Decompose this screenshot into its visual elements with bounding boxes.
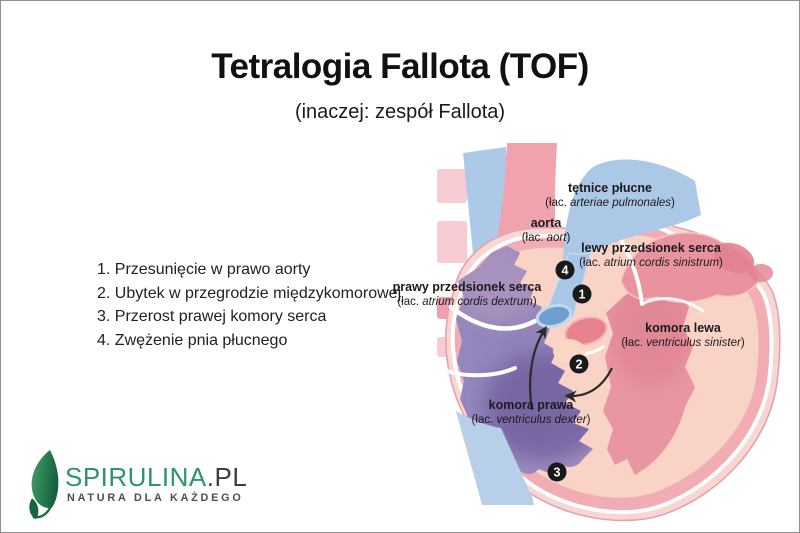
blood-flow-arrows [529, 325, 613, 411]
label-right-ventricle: komora prawa (łac. ventriculus dexter) [472, 398, 591, 428]
label-latin: (łac. atrium cordis sinistrum) [579, 257, 723, 269]
logo-brand-text: SPIRULINA [65, 462, 207, 492]
feature-item: 3. Przerost prawej komory serca [97, 308, 327, 325]
label-left-ventricle: komora lewa (łac. ventriculus sinister) [621, 321, 744, 351]
feature-item: 4. Zwężenie pnia płucnego [97, 331, 288, 349]
label-left-atrium: lewy przedsionek serca (łac. atrium cord… [579, 241, 723, 271]
flow-arrow-down [564, 367, 613, 403]
label-latin: (łac. ventriculus dexter) [471, 414, 591, 426]
spirulina-logo: SPIRULINA.PL NATURA DLA KAŻDEGO [27, 447, 257, 522]
left-ventricle-region [603, 285, 695, 475]
label-name: tętnice płucne [567, 181, 653, 195]
marker-4: 4 [555, 260, 575, 280]
logo-tld-text: .PL [206, 462, 248, 492]
page-title: Tetralogia Fallota (TOF) [211, 47, 589, 86]
feature-item: 1. Przesunięcie w prawo aorty [97, 261, 311, 278]
label-name: lewy przedsionek serca [581, 241, 721, 255]
logo-tagline: NATURA DLA KAŻDEGO [67, 492, 244, 504]
label-latin: (łac. aort) [521, 232, 571, 244]
marker-2: 2 [569, 354, 589, 374]
marker-3: 3 [547, 462, 567, 482]
leaf-icon [29, 449, 59, 520]
marker-1: 1 [572, 284, 592, 304]
feature-item: 2. Ubytek w przegrodzie międzykomorowej [97, 284, 402, 302]
label-pulmonary-arteries: tętnice płucne (łac. arteriae pulmonales… [545, 181, 675, 211]
flow-arrow-up [529, 325, 547, 411]
feature-list: 1. Przesunięcie w prawo aorty 2. Ubytek … [97, 258, 401, 352]
left-atrium-region [620, 232, 773, 303]
label-latin: (łac. atrium cordis dextrum) [397, 296, 537, 308]
label-latin: (łac. ventriculus sinister) [621, 337, 745, 349]
label-name: komora prawa [488, 398, 574, 412]
label-latin: (łac. arteriae pulmonales) [545, 197, 675, 209]
pulmonary-artery [535, 159, 701, 329]
logo-wordmark: SPIRULINA.PL [65, 462, 247, 493]
label-right-atrium: prawy przedsionek serca (łac. atrium cor… [393, 280, 542, 310]
label-aorta: aorta (łac. aort) [522, 216, 571, 246]
label-name: komora lewa [645, 321, 721, 335]
stenosed-vessel-opening [535, 303, 573, 329]
page-subtitle: (inaczej: zespół Fallota) [294, 101, 506, 123]
label-name: aorta [530, 216, 562, 230]
inferior-vena-cava [456, 411, 534, 505]
label-name: prawy przedsionek serca [392, 280, 542, 294]
